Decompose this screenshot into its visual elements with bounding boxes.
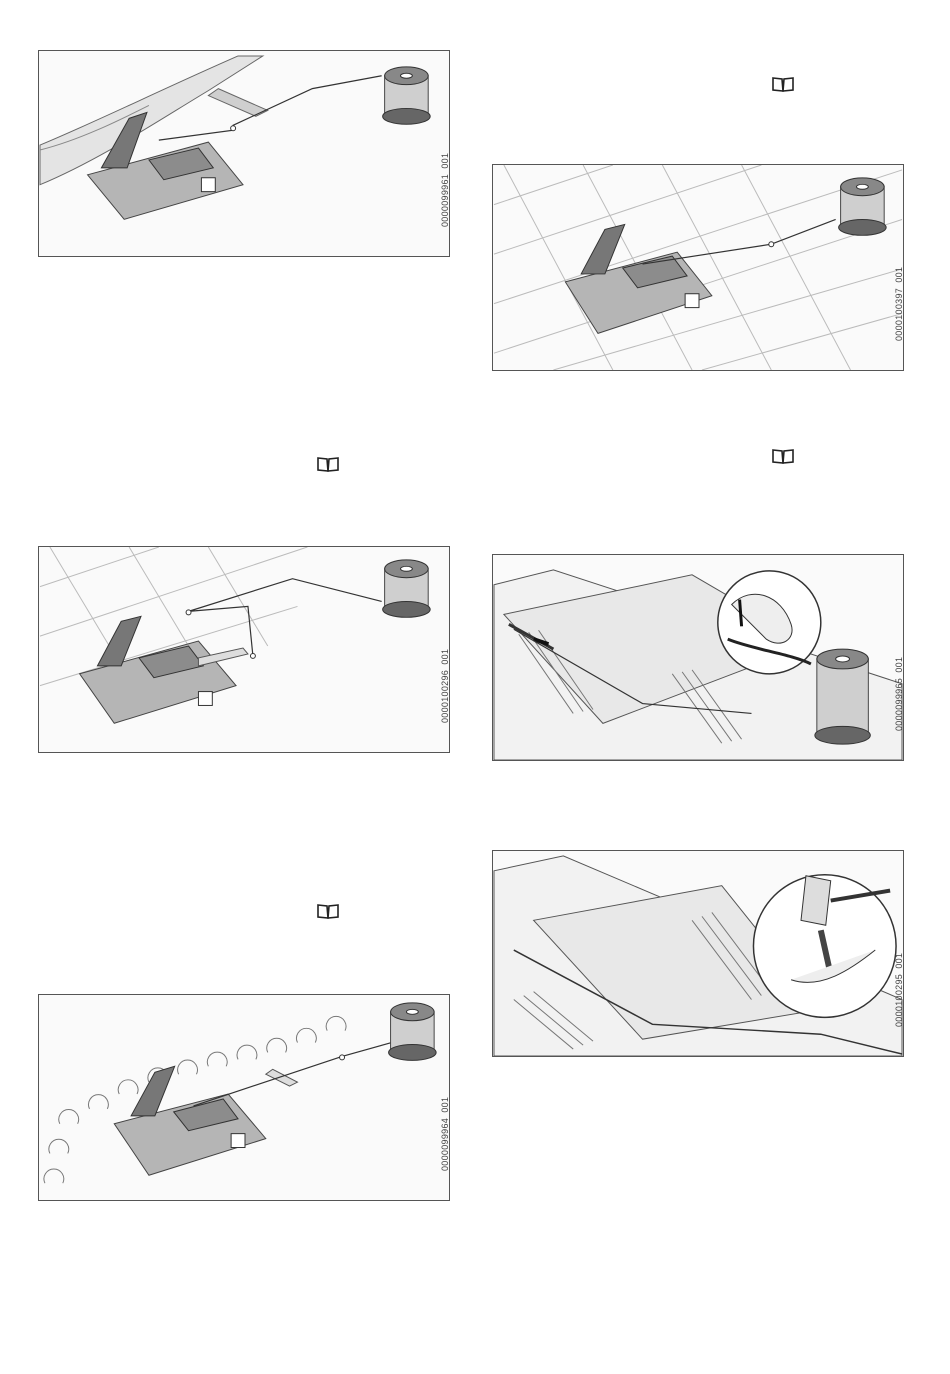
- figure-wall-scene: 0000099961_001: [38, 50, 450, 257]
- detail-insert-illustration: [493, 555, 903, 760]
- figure-hedge-scene: 0000099964_001: [38, 994, 450, 1201]
- figure-id: 0000100296_001: [440, 649, 450, 723]
- hedge-illustration: [39, 995, 449, 1200]
- figure-detail-hammer-scene: 0000100295_001: [492, 850, 904, 1057]
- tiles-loop-illustration: [39, 547, 449, 752]
- figure-id: 0000100397_001: [894, 267, 904, 341]
- detail-hammer-illustration: [493, 851, 903, 1056]
- book-icon: [772, 448, 794, 464]
- book-icon: [317, 456, 339, 472]
- figure-tiles-loop-scene: 0000100296_001: [38, 546, 450, 753]
- tiles-illustration: [493, 165, 903, 370]
- figure-id: 0000099961_001: [440, 153, 450, 227]
- wall-illustration: [39, 51, 449, 256]
- figure-id: 0000100295_001: [894, 953, 904, 1027]
- figure-id: 0000099964_001: [440, 1097, 450, 1171]
- figure-detail-insert-scene: 0000099965_001: [492, 554, 904, 761]
- book-icon: [772, 76, 794, 92]
- figure-id: 0000099965_001: [894, 657, 904, 731]
- book-icon: [317, 903, 339, 919]
- figure-tiles-scene: 0000100397_001: [492, 164, 904, 371]
